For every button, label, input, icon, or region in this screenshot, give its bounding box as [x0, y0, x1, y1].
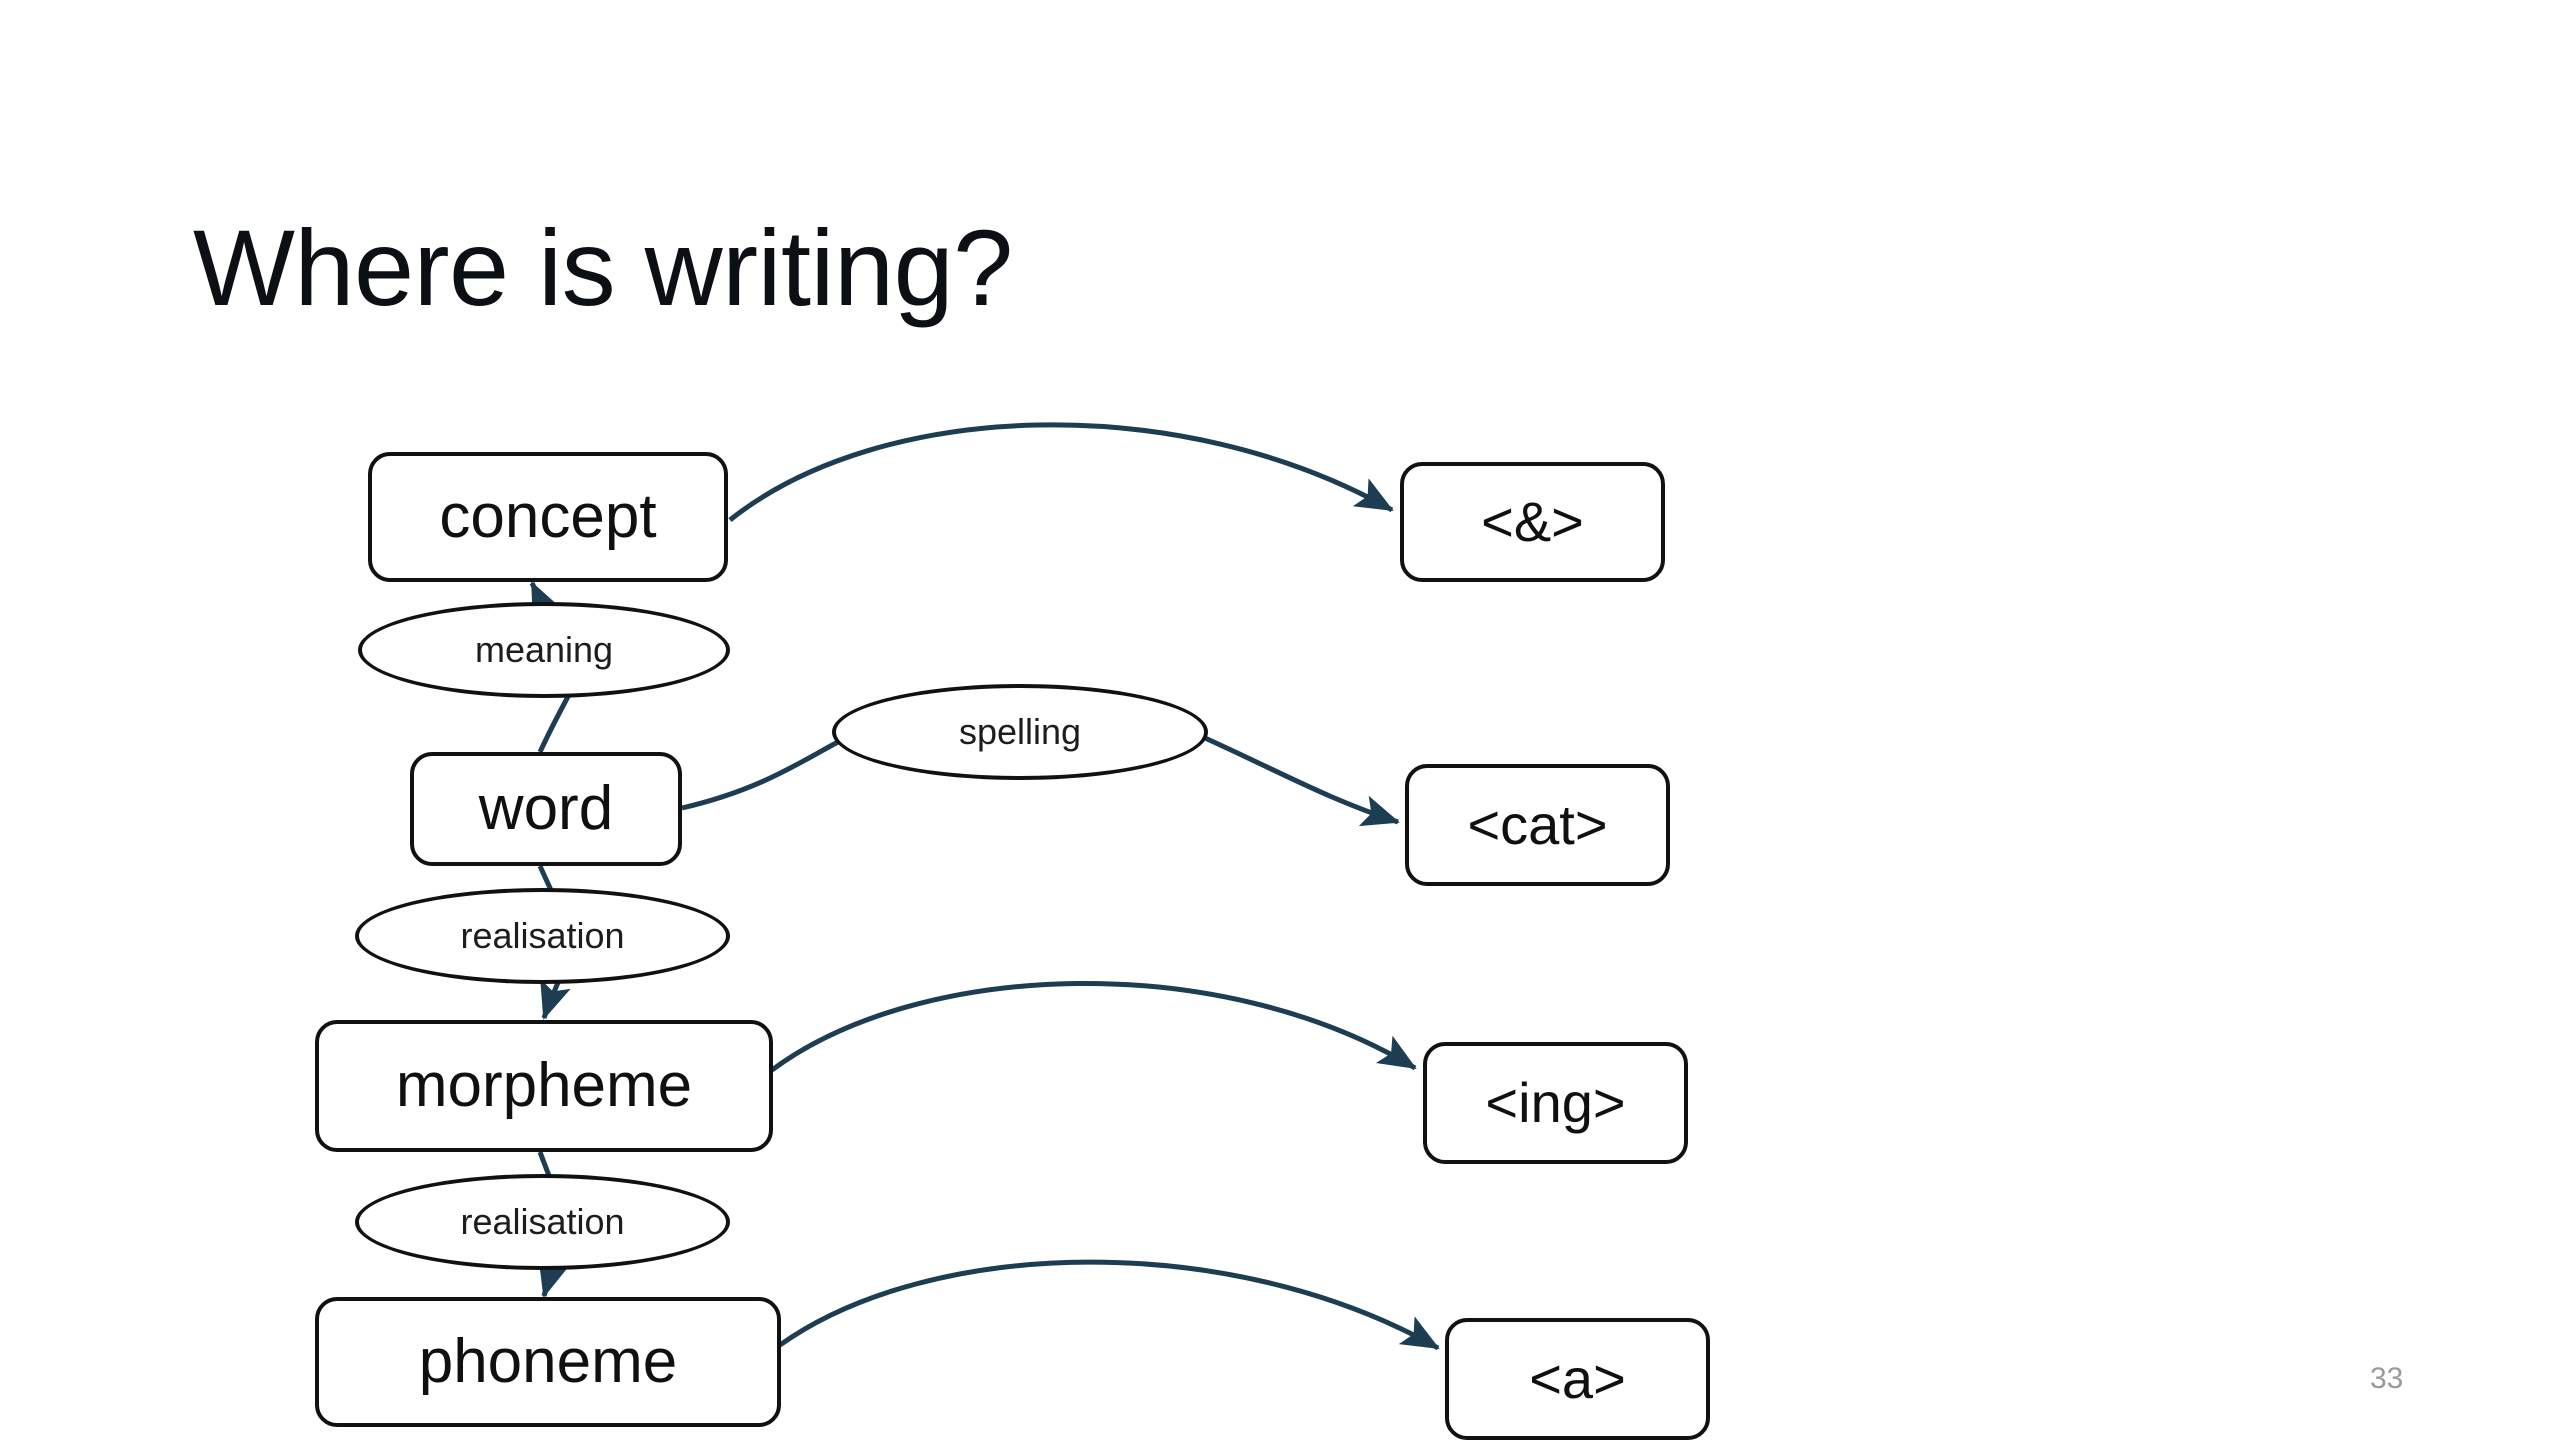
node-spelling-label: spelling [958, 711, 1082, 752]
node-realisation-1-label: realisation [460, 915, 625, 956]
edge-spelling-to-cat [1203, 735, 1400, 827]
node-grapheme-amp[interactable]: <&> [1400, 462, 1665, 582]
edge-word-to-spelling [681, 739, 840, 811]
node-grapheme-ing[interactable]: <ing> [1423, 1042, 1688, 1164]
node-realisation-2[interactable]: realisation [355, 1174, 730, 1270]
node-word-label: word [478, 774, 614, 843]
node-word[interactable]: word [410, 752, 682, 866]
node-concept-label: concept [439, 482, 657, 551]
edge-concept-to-amp [728, 422, 1394, 522]
node-morpheme[interactable]: morpheme [315, 1020, 773, 1152]
node-grapheme-amp-label: <&> [1481, 490, 1584, 553]
node-meaning[interactable]: meaning [358, 602, 730, 698]
node-grapheme-a-label: <a> [1529, 1347, 1626, 1410]
node-realisation-1[interactable]: realisation [355, 888, 730, 984]
page-number: 33 [2370, 1362, 2404, 1395]
node-concept[interactable]: concept [368, 452, 728, 582]
page-title: Where is writing? [193, 207, 1013, 329]
edge-phoneme-to-a [778, 1259, 1440, 1351]
node-spelling[interactable]: spelling [832, 684, 1208, 780]
edge-morpheme-to-ing [770, 980, 1417, 1073]
node-grapheme-cat[interactable]: <cat> [1405, 764, 1670, 886]
node-morpheme-label: morpheme [395, 1051, 693, 1120]
node-realisation-2-label: realisation [460, 1201, 625, 1242]
node-grapheme-ing-label: <ing> [1485, 1071, 1626, 1134]
node-phoneme-label: phoneme [418, 1327, 678, 1396]
node-grapheme-a[interactable]: <a> [1445, 1318, 1710, 1440]
node-grapheme-cat-label: <cat> [1467, 793, 1608, 856]
node-meaning-label: meaning [474, 629, 614, 670]
node-phoneme[interactable]: phoneme [315, 1297, 781, 1427]
